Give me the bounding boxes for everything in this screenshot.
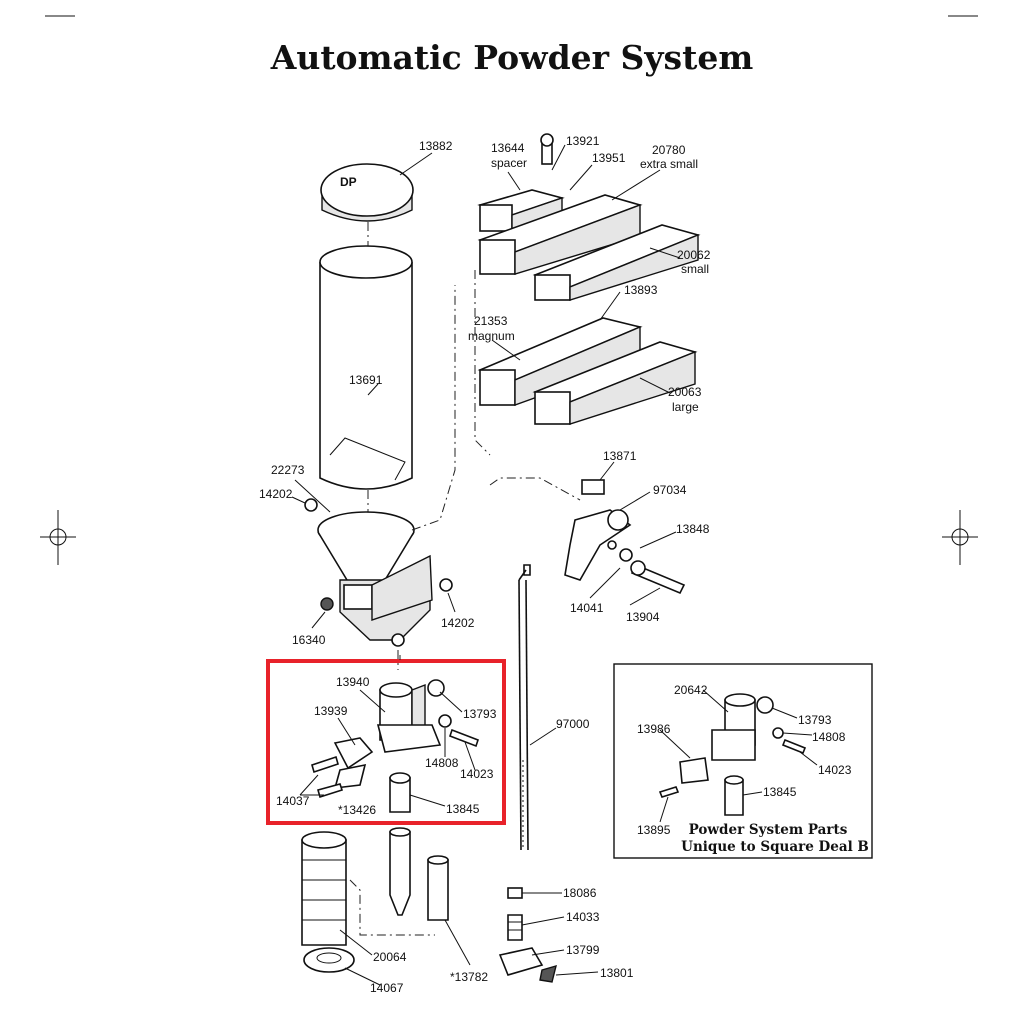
callout-title-line2: Unique to Square Deal B <box>681 839 869 855</box>
label-13939: 13939 <box>314 704 348 718</box>
powder-bar-magnum <box>477 317 643 406</box>
label-14033: 14033 <box>566 910 600 924</box>
label-20064: 20064 <box>373 950 407 964</box>
label-13793-sdb: 13793 <box>798 713 832 727</box>
label-14202-right: 14202 <box>441 616 475 630</box>
die-lock-ring <box>303 947 355 973</box>
powder-bar-extra-small <box>477 194 643 275</box>
label-18086: 18086 <box>563 886 597 900</box>
label-14202-left: 14202 <box>259 487 293 501</box>
failsafe-linkage <box>564 479 686 595</box>
label-16340: 16340 <box>292 633 326 647</box>
part-labels: 13882 13691 22273 14202 14202 16340 1364… <box>259 134 869 995</box>
registration-marks <box>40 15 978 565</box>
square-deal-powder-parts <box>658 693 807 816</box>
label-14023: 14023 <box>460 767 494 781</box>
label-14808: 14808 <box>425 756 459 770</box>
hopper-lid: DP <box>320 163 414 222</box>
label-13799: 13799 <box>566 943 600 957</box>
label-13921: 13921 <box>566 134 600 148</box>
label-13793: 13793 <box>463 707 497 721</box>
powder-bar-spacer <box>477 133 565 232</box>
label-13782: *13782 <box>450 970 488 984</box>
label-13904: 13904 <box>626 610 660 624</box>
callout-title-line1: Powder System Parts <box>689 822 848 838</box>
label-14067: 14067 <box>370 981 404 995</box>
label-97000: 97000 <box>556 717 590 731</box>
leader-lines <box>291 144 818 986</box>
powder-bar-rod <box>518 564 531 851</box>
label-13986: 13986 <box>637 722 671 736</box>
label-13801: 13801 <box>600 966 634 980</box>
label-13871: 13871 <box>603 449 637 463</box>
label-13951: 13951 <box>592 151 626 165</box>
label-13848: 13848 <box>676 522 710 536</box>
powder-measure-body <box>304 498 453 647</box>
label-13895: 13895 <box>637 823 671 837</box>
label-13882: 13882 <box>419 139 453 153</box>
label-20642: 20642 <box>674 683 708 697</box>
label-13940: 13940 <box>336 675 370 689</box>
hopper-tube <box>319 245 413 490</box>
powder-funnel-13782 <box>427 855 449 921</box>
label-20063: 20063 <box>668 385 702 399</box>
diagram-title: Automatic Powder System <box>270 38 754 77</box>
label-97034: 97034 <box>653 483 687 497</box>
square-deal-callout-box <box>613 663 873 859</box>
label-13893: 13893 <box>624 283 658 297</box>
label-14037: 14037 <box>276 794 310 808</box>
label-20780: 20780 <box>652 143 686 157</box>
label-21353: 21353 <box>474 314 508 328</box>
label-14041: 14041 <box>570 601 604 615</box>
label-13845: 13845 <box>446 802 480 816</box>
label-13845-sdb: 13845 <box>763 785 797 799</box>
dillon-logo: DP <box>340 175 357 189</box>
powder-bar-small <box>532 224 701 301</box>
label-magnum: magnum <box>468 329 515 343</box>
label-large: large <box>672 400 699 414</box>
label-13691: 13691 <box>349 373 383 387</box>
label-13644: 13644 <box>491 141 525 155</box>
label-20062: 20062 <box>677 248 711 262</box>
highlight-box <box>266 659 506 825</box>
label-14023-sdb: 14023 <box>818 763 852 777</box>
powder-bar-large <box>532 341 698 425</box>
label-14808-sdb: 14808 <box>812 730 846 744</box>
label-small: small <box>681 262 709 276</box>
label-22273: 22273 <box>271 463 305 477</box>
highlighted-powder-die-assembly <box>311 679 480 813</box>
label-13426: *13426 <box>338 803 376 817</box>
powder-funnel-13426 <box>389 827 411 916</box>
lower-linkage <box>498 887 557 983</box>
label-spacer: spacer <box>491 156 527 170</box>
label-extra-small: extra small <box>640 157 698 171</box>
powder-die <box>301 831 347 946</box>
